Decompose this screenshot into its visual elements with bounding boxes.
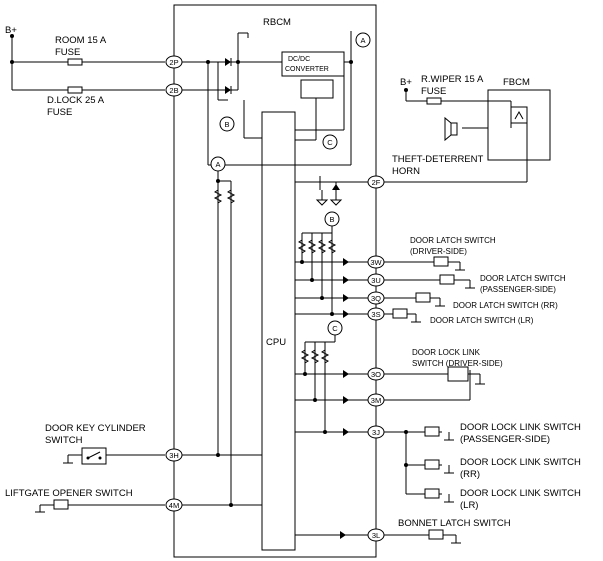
bonnet-latch-switch [428,529,444,540]
door-latch-rr-label: DOOR LATCH SWITCH (RR) [453,301,558,310]
svg-text:2F: 2F [372,178,381,187]
horn-label-2: HORN [392,166,420,177]
door-lock-link-passenger-label-1: DOOR LOCK LINK SWITCH [460,422,581,433]
fbcm-relay-contact [514,110,524,120]
svg-text:3H: 3H [169,451,179,460]
door-latch-rr-switch [415,292,431,303]
svg-text:C: C [332,324,338,333]
door-lock-link-driver-switch [447,366,469,382]
rwiper-fuse-label-2: FUSE [421,86,446,97]
door-key-cylinder-label-1: DOOR KEY CYLINDER [45,423,146,434]
svg-text:3W: 3W [370,258,382,267]
door-latch-passenger-switch [439,274,455,285]
rwiper-fuse-symbol [426,97,442,105]
door-latch-passenger-label-2: (PASSENGER-SIDE) [480,285,556,294]
door-latch-driver-label-1: DOOR LATCH SWITCH [410,236,496,245]
horn-symbol [450,122,458,136]
door-lock-link-passenger-label-2: (PASSENGER-SIDE) [460,434,550,445]
door-lock-link-rr-switch [424,459,440,470]
room-fuse-label-1: ROOM 15 A [55,35,107,46]
dcdc-label-line2: CONVERTER [285,66,329,73]
door-latch-driver-switch [433,256,449,267]
door-lock-link-driver-label-2: SWITCH (DRIVER-SIDE) [412,359,503,368]
door-lock-link-lr-switch [424,488,440,499]
ref-b-top [219,116,235,132]
ref-a-top [355,32,371,48]
liftgate-opener-switch [53,499,69,510]
relay-box [300,79,334,99]
svg-text:3L: 3L [372,531,380,540]
svg-text:A: A [360,36,365,45]
svg-text:3O: 3O [371,370,381,379]
dcdc-converter-box [281,51,345,77]
svg-text:2P: 2P [169,58,178,67]
ref-c-top [322,134,338,150]
door-lock-link-lr-label-2: (LR) [460,500,478,511]
door-lock-link-passenger-switch [424,426,440,437]
svg-text:2B: 2B [169,86,178,95]
bplus-left-label: B+ [5,25,17,36]
door-latch-driver-label-2: (DRIVER-SIDE) [410,247,467,256]
svg-text:B: B [329,215,334,224]
bonnet-latch-label: BONNET LATCH SWITCH [398,518,511,529]
svg-text:4M: 4M [169,501,179,510]
door-latch-passenger-label-1: DOOR LATCH SWITCH [480,274,566,283]
door-latch-lr-switch [392,308,408,319]
door-key-cylinder-label-2: SWITCH [45,435,83,446]
room-fuse-label-2: FUSE [55,47,80,58]
rbcm-label: RBCM [263,17,291,28]
svg-text:A: A [215,160,220,169]
svg-text:3S: 3S [371,310,380,319]
cpu-box [261,111,296,551]
rwiper-fuse-label-1: R.WIPER 15 A [421,74,484,85]
fbcm-box [487,89,551,161]
dlock-fuse-label-2: FUSE [47,107,72,118]
dlock-fuse-label-1: D.LOCK 25 A [47,95,105,106]
door-lock-link-lr-label-1: DOOR LOCK LINK SWITCH [460,488,581,499]
door-latch-lr-label: DOOR LATCH SWITCH (LR) [430,316,534,325]
svg-text:3U: 3U [371,276,381,285]
dlock-fuse-symbol [67,86,83,94]
door-lock-link-driver-label-1: DOOR LOCK LINK [412,348,481,357]
bplus-right-label: B+ [400,77,412,88]
svg-text:3M: 3M [371,396,381,405]
liftgate-opener-label: LIFTGATE OPENER SWITCH [5,488,133,499]
svg-text:3Q: 3Q [371,294,381,303]
door-lock-link-rr-label-2: (RR) [460,469,480,480]
cpu-label: CPU [266,337,286,348]
room-fuse-symbol [67,58,83,66]
svg-text:C: C [327,138,333,147]
svg-text:B: B [224,120,229,129]
door-key-cylinder-switch [81,447,107,465]
fbcm-relay [510,106,528,124]
dcdc-label-line1: DC/DC [288,56,310,63]
horn-label-1: THEFT-DETERRENT [392,154,484,165]
door-lock-link-rr-label-1: DOOR LOCK LINK SWITCH [460,457,581,468]
fbcm-label: FBCM [503,77,530,88]
svg-text:3J: 3J [372,428,380,437]
